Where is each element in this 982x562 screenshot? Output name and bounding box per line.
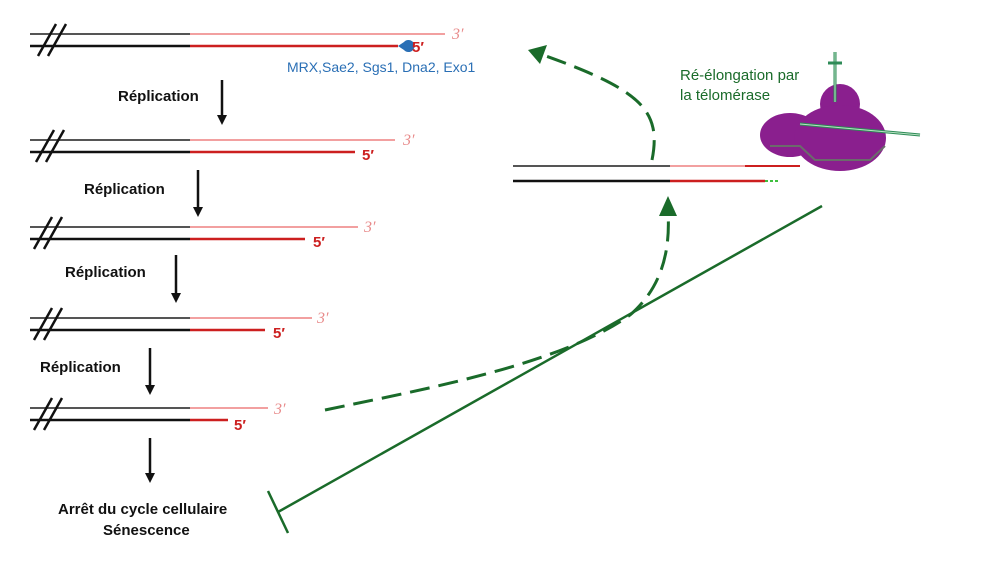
three-prime-label: 3′ (363, 219, 376, 236)
telomere-stage-4: 3′ 5′ (30, 307, 329, 342)
nucleases-label: MRX,Sae2, Sgs1, Dna2, Exo1 (287, 59, 476, 75)
three-prime-label: 3′ (273, 401, 286, 418)
five-prime-label: 5′ (362, 147, 374, 164)
elongation-arrow-upper (528, 45, 656, 161)
telomere-re-elongation (513, 165, 800, 183)
telomerase-label-line-2: la télomérase (680, 87, 770, 104)
replication-label-1: Réplication (118, 88, 199, 105)
outcome-line-1: Arrêt du cycle cellulaire (58, 501, 227, 518)
telomerase-label-line-1: Ré-élongation par (680, 67, 799, 84)
replication-label-3: Réplication (65, 264, 146, 281)
elongation-arrow-lower (324, 196, 677, 412)
three-prime-label: 3′ (451, 26, 464, 43)
three-prime-label: 3′ (402, 132, 415, 149)
telomere-stage-5: 3′ 5′ (30, 397, 286, 434)
outcome-line-2: Sénescence (103, 522, 190, 539)
chromosome-break-icon (34, 129, 66, 163)
chromosome-break-icon (32, 397, 64, 431)
five-prime-label: 5′ (234, 417, 246, 434)
three-prime-label: 3′ (316, 310, 329, 327)
replication-label-4: Réplication (40, 359, 121, 376)
telomerase-enzyme-icon (760, 52, 921, 171)
chromosome-break-icon (32, 216, 64, 250)
replication-label-2: Réplication (84, 181, 165, 198)
telomere-stage-1: 3′ 5′ MRX,Sae2, Sgs1, Dna2, Exo1 (30, 23, 476, 75)
five-prime-label: 5′ (412, 39, 424, 56)
five-prime-label: 5′ (273, 325, 285, 342)
chromosome-break-icon (36, 23, 68, 57)
five-prime-label: 5′ (313, 234, 325, 251)
chromosome-break-icon (32, 307, 64, 341)
nuclease-pacman-icon (398, 40, 415, 52)
inhibition-bar-icon (266, 204, 823, 534)
telomere-stage-3: 3′ 5′ (30, 216, 376, 251)
telomere-stage-2: 3′ 5′ (30, 129, 415, 164)
